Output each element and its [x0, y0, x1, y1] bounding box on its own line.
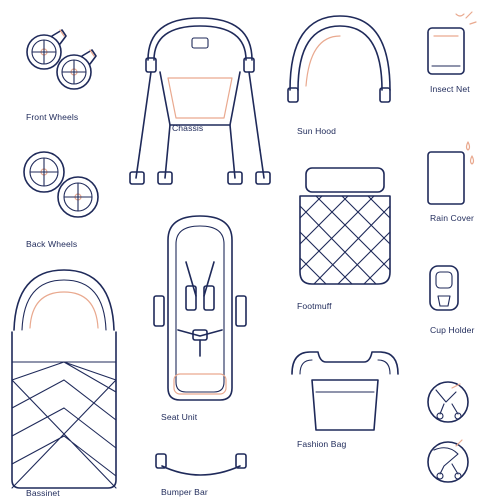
bumper-bar-icon [155, 453, 247, 476]
front-wheels-icon [26, 29, 97, 90]
stroller-mode-1-icon [427, 381, 469, 423]
insect-net-label: Insect Net [430, 84, 470, 94]
fashion-bag-icon [291, 351, 399, 431]
chassis-icon [129, 17, 271, 185]
fashion-bag-label: Fashion Bag [297, 439, 347, 449]
cup-holder-label: Cup Holder [430, 325, 475, 335]
bumper-bar-label: Bumper Bar [161, 487, 208, 497]
footmuff-icon [299, 167, 391, 285]
stroller-mode-2-icon [427, 439, 469, 483]
rain-cover-icon [427, 141, 475, 205]
bassinet-icon [11, 269, 117, 489]
footmuff-label: Footmuff [297, 301, 332, 311]
rain-cover-label: Rain Cover [430, 213, 474, 223]
front-wheels-label: Front Wheels [26, 112, 79, 122]
seat-unit-icon [153, 215, 247, 401]
bassinet-label: Bassinet [26, 488, 60, 498]
back-wheels-label: Back Wheels [26, 239, 78, 249]
cup-holder-icon [429, 265, 459, 311]
chassis-label: Chassis [172, 123, 204, 133]
insect-net-icon [427, 11, 477, 75]
back-wheels-icon [23, 151, 99, 218]
seat-unit-label: Seat Unit [161, 412, 198, 422]
sun-hood-icon [287, 15, 391, 103]
sun-hood-label: Sun Hood [297, 126, 337, 136]
